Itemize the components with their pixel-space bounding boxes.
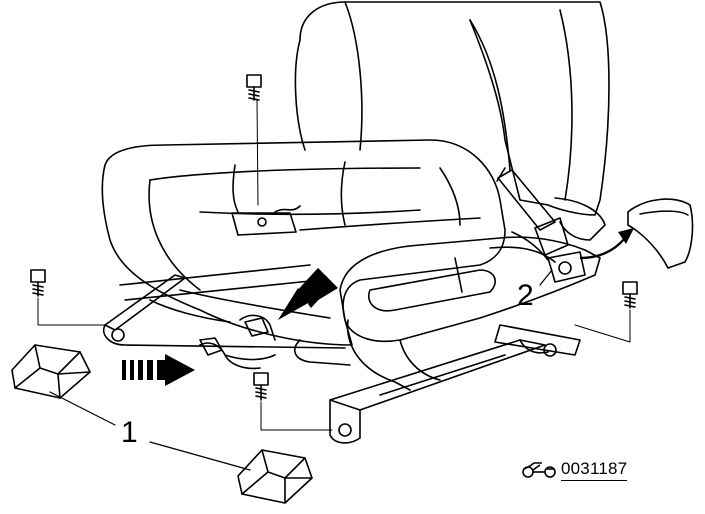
arrow-cushion xyxy=(278,268,338,320)
seat-rails xyxy=(104,265,580,443)
recliner-cover xyxy=(628,199,692,268)
bolt-center xyxy=(254,373,332,430)
reference-number: 0031187 xyxy=(561,459,628,481)
seat-back xyxy=(295,2,609,215)
bolt-top-center xyxy=(247,75,261,205)
callout-label-2: 2 xyxy=(517,279,534,312)
rail-cap-left xyxy=(12,345,90,398)
bolt-right xyxy=(575,282,637,342)
car-logo-icon xyxy=(520,461,558,479)
bolt-left xyxy=(31,270,105,325)
arrow-connector xyxy=(122,354,195,386)
belt-buckle xyxy=(497,168,605,282)
side-trim-panel xyxy=(340,237,600,390)
callout-1-leaders xyxy=(50,392,250,470)
rail-cap-right xyxy=(238,450,312,503)
wiring-harness xyxy=(150,300,275,368)
callout-2-leader xyxy=(540,270,552,285)
callout-label-1: 1 xyxy=(121,416,138,449)
arrow-cover xyxy=(580,228,634,258)
reference-code: 0031187 xyxy=(520,459,628,481)
